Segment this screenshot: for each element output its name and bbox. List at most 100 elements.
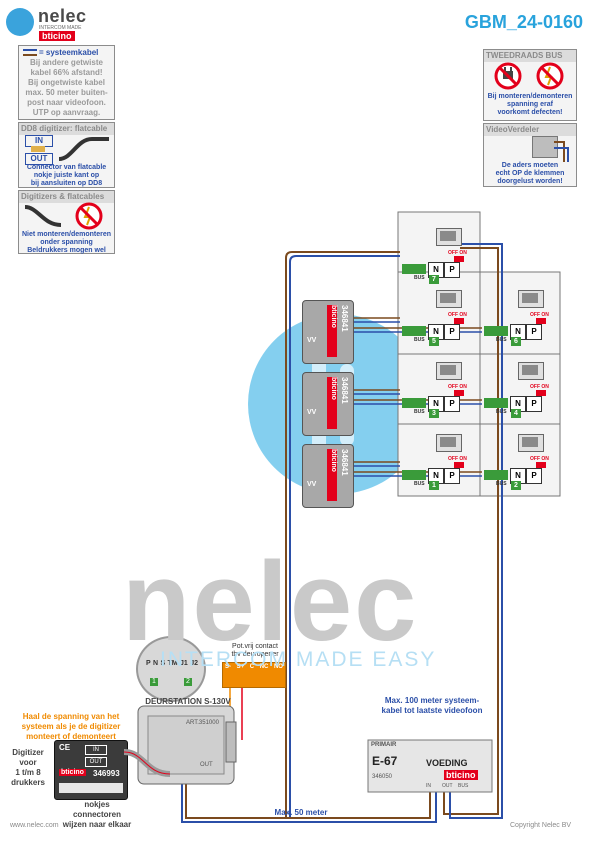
switch-labels: OFF ON: [448, 250, 467, 256]
p-terminal: P: [526, 468, 542, 484]
flatcable-icon: [58, 137, 109, 161]
splitter-suffix: VV: [307, 337, 317, 344]
terminal-label: J2: [190, 660, 198, 667]
p-terminal: P: [526, 324, 542, 340]
psu-in-label: IN: [426, 783, 431, 789]
splitter-model: 346841: [340, 449, 349, 476]
document-id: GBM_24-0160: [464, 12, 583, 32]
monitor-screen: [522, 437, 538, 447]
systemcable-line: max. 50 meter buiten-: [25, 88, 108, 97]
videosplitter-title: VideoVerdeler: [484, 124, 576, 136]
psu-code: 346050: [372, 774, 393, 780]
termination-switch[interactable]: [454, 390, 464, 396]
wire-loop-icon: [554, 141, 569, 162]
videosplitter-text: De aders moeten echt OP de klemmen doorg…: [495, 162, 565, 185]
psu-bus-label: BUS: [458, 783, 469, 789]
termination-switch[interactable]: [536, 462, 546, 468]
bus-label: BUS: [496, 337, 507, 343]
bus-cable-brown: [286, 790, 431, 819]
p-terminal: P: [444, 324, 460, 340]
termination-switch[interactable]: [536, 318, 546, 324]
door-station-module-code: ART.351000: [186, 720, 219, 726]
twowire-title: TWEEDRAADS BUS: [484, 50, 576, 62]
bus-terminal-block: [402, 264, 426, 274]
switch-labels: OFF ON: [530, 456, 549, 462]
switch-labels: OFF ON: [448, 456, 467, 462]
bus-label: BUS: [414, 275, 425, 281]
switch-labels: OFF ON: [448, 312, 467, 318]
bus-terminal-block: [402, 398, 426, 408]
splitter-model: 346841: [340, 305, 349, 332]
terminal-label: N: [153, 660, 159, 667]
switch-labels: OFF ON: [530, 312, 549, 318]
videophone-unit: OFF ON BUS N P 2: [482, 434, 558, 490]
videophone-unit: OFF ON BUS N P 4: [482, 362, 558, 418]
bus-terminal-block: [484, 326, 508, 336]
digitizer-label: Digitizer voor 1 t/m 8 drukkers: [11, 748, 45, 787]
splitter-brand: bticino: [327, 305, 337, 357]
videophone-unit: OFF ON BUS N P 3: [400, 362, 476, 418]
videophone-unit: OFF ON BUS N P 1: [400, 434, 476, 490]
terminal-label: NO: [273, 664, 283, 670]
p-terminal: P: [444, 262, 460, 278]
no-plug-icon: [494, 62, 522, 90]
note-flatcables: Digitizers & flatcables Niet monteren/de…: [18, 190, 115, 254]
digitizer-model: 346993: [93, 769, 120, 778]
bus-cable-brown: [285, 251, 400, 818]
video-splitter: bticino 346841 VV: [302, 372, 354, 436]
videophone-number: 4: [511, 409, 521, 418]
psu-name: E-67: [372, 754, 398, 768]
terminal-label: J1: [180, 660, 188, 667]
termination-switch[interactable]: [454, 462, 464, 468]
switch-labels: OFF ON: [448, 384, 467, 390]
watermark-text: nelec: [122, 539, 419, 664]
systemcable-line: Bij andere getwiste: [30, 58, 103, 67]
watermark-tagline: INTERCOM MADE EASY: [160, 648, 437, 671]
splitter-suffix: VV: [307, 409, 317, 416]
contact-terminals: S- S+ C NC NO: [225, 664, 283, 670]
systemcable-line: kabel 66% afstand!: [30, 68, 103, 77]
n-terminal: N: [510, 396, 526, 412]
contact-title: Pot.vrij contact tbv deuropener: [231, 643, 279, 658]
videophone-unit: OFF ON BUS N P 7: [400, 228, 476, 284]
videophone-unit: OFF ON BUS N P 5: [400, 290, 476, 346]
digitizer-warning: Haal de spanning van het systeem als je …: [21, 712, 121, 741]
monitor-screen: [522, 365, 538, 375]
termination-switch[interactable]: [536, 390, 546, 396]
termination-switch[interactable]: [454, 256, 464, 262]
bus-cable-blue: [289, 255, 400, 818]
cable-length-label-100: Max. 100 meter systeem- kabel tot laatst…: [381, 696, 483, 715]
monitor-screen: [440, 437, 456, 447]
dd8-out-label: OUT: [25, 153, 53, 165]
door-station-out-label: OUT: [200, 762, 213, 768]
door-station-panel: [147, 715, 225, 775]
door-station-side: [225, 721, 237, 763]
systemcable-legend-icon: [23, 49, 37, 57]
flatcable-icon: [24, 205, 62, 227]
videophone-number: 7: [429, 275, 439, 284]
bus-terminal-block: [402, 326, 426, 336]
nelec-logo-text: nelec: [38, 6, 87, 26]
video-splitter: bticino 346841 VV: [302, 444, 354, 508]
note-systemcable: = systeemkabel Bij andere getwiste kabel…: [18, 45, 115, 120]
digitizer-brand: bticino: [59, 769, 86, 776]
bus-label: BUS: [414, 481, 425, 487]
bus-cable-brown: [443, 247, 499, 815]
videophone-number: 2: [511, 481, 521, 490]
nelec-logo: nelec INTERCOM MADE EASY bticino: [6, 6, 96, 41]
bus-cable-blue: [290, 790, 437, 823]
digitizer-flatcable: [124, 749, 171, 777]
footer-website: www.nelec.com: [10, 822, 59, 829]
terminal-number: 2: [184, 678, 192, 686]
psu-primary-label: PRIMAIR: [371, 742, 397, 748]
p-terminal: P: [444, 468, 460, 484]
videophone-number: 3: [429, 409, 439, 418]
systemcable-line: UTP op aanvraag.: [32, 108, 101, 117]
relay-contact-block: S- S+ C NC NO: [222, 662, 286, 688]
apartment-frame: [397, 271, 481, 355]
digitizer-module: CE IN OUT bticino 346993: [54, 740, 128, 800]
psu-label: VOEDING: [426, 758, 468, 768]
termination-switch[interactable]: [454, 318, 464, 324]
systemcable-line: Bij ongetwiste kabel: [28, 78, 105, 87]
splitter-brand: bticino: [327, 377, 337, 429]
